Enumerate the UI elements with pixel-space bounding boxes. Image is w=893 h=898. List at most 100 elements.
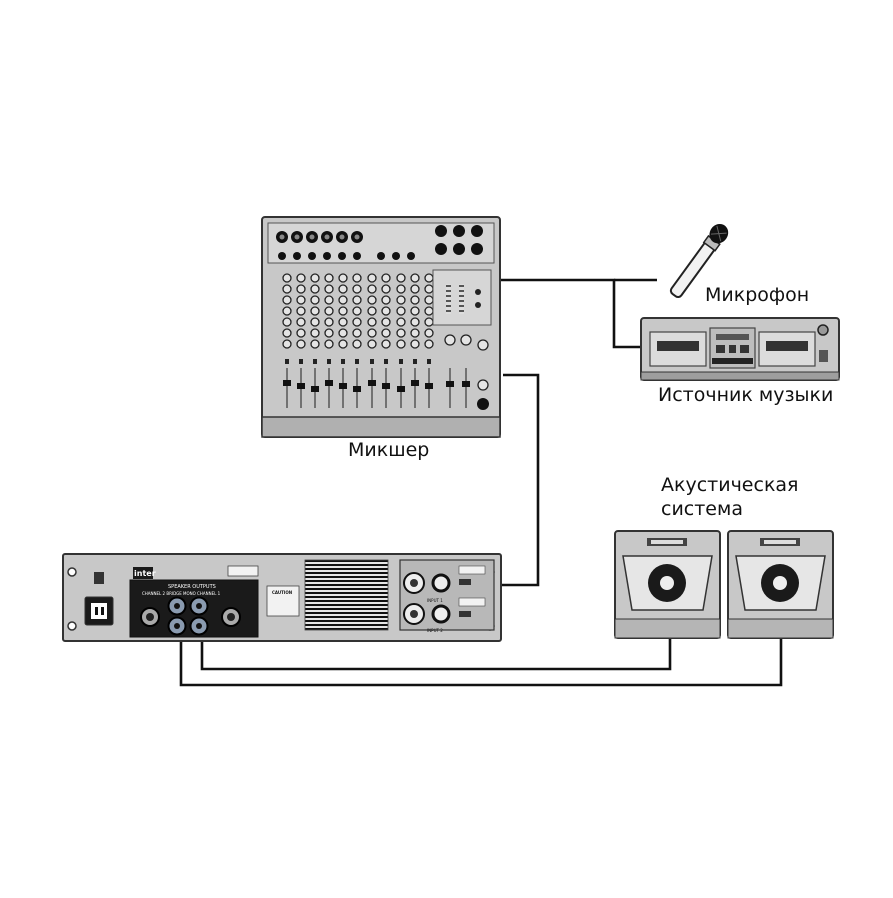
- channel-knob: [424, 317, 434, 327]
- mixer-input-jacks: [276, 225, 483, 260]
- channel-knob: [338, 306, 348, 316]
- mute-button: [355, 359, 359, 364]
- channel-knob: [424, 328, 434, 338]
- speaker-outputs-label: SPEAKER OUTPUTS: [168, 584, 216, 590]
- channel-knob: [282, 273, 292, 283]
- channel-knob: [396, 273, 406, 283]
- channel-knob: [338, 284, 348, 294]
- channel-knob: [296, 284, 306, 294]
- channel-knob: [410, 284, 420, 294]
- mixer: [261, 216, 501, 438]
- channel-knob: [410, 273, 420, 283]
- speaker-system: [614, 530, 834, 639]
- fader-cap: [339, 383, 347, 389]
- line-input-jack: [377, 252, 385, 260]
- channel-knob: [310, 339, 320, 349]
- channel-knob: [324, 273, 334, 283]
- svg-text:INPUT 1: INPUT 1: [427, 598, 443, 603]
- channel-knob: [310, 306, 320, 316]
- line-input-jack: [323, 252, 331, 260]
- channel-knob: [396, 317, 406, 327]
- jack-input-1: [431, 573, 451, 593]
- channel-knob: [410, 317, 420, 327]
- fader-cap: [425, 383, 433, 389]
- fader-cap: [283, 380, 291, 386]
- channel-knob: [424, 273, 434, 283]
- aux-jack: [471, 243, 483, 255]
- mute-button: [384, 359, 388, 364]
- channel-knob: [296, 317, 306, 327]
- channel-knob: [352, 295, 362, 305]
- channel-knob: [424, 284, 434, 294]
- svg-text:CAUTION: CAUTION: [272, 590, 292, 595]
- label-mixer: Микшер: [348, 439, 430, 461]
- channel-knob: [410, 339, 420, 349]
- aux-jack: [435, 243, 447, 255]
- cable-amp-to-right-speaker: [179, 633, 783, 687]
- aux-jack: [435, 225, 447, 237]
- channel-knob: [367, 284, 377, 294]
- fader-cap: [397, 386, 405, 392]
- channel-knob: [352, 273, 362, 283]
- fader-cap: [411, 380, 419, 386]
- master-knob: [460, 334, 472, 346]
- line-input-jack: [392, 252, 400, 260]
- channel-knob: [381, 317, 391, 327]
- channel-knob: [296, 295, 306, 305]
- level-meter-left: [446, 284, 451, 314]
- channel-knob: [338, 295, 348, 305]
- channel-knob: [324, 284, 334, 294]
- channel-knob: [367, 295, 377, 305]
- mute-button: [370, 359, 374, 364]
- channel-knob: [338, 273, 348, 283]
- channel-knob: [338, 317, 348, 327]
- jack-input-2: [431, 604, 451, 624]
- mute-button: [341, 359, 345, 364]
- label-music-source: Источник музыки: [658, 384, 834, 406]
- line-input-jack: [293, 252, 301, 260]
- channel-knob: [396, 328, 406, 338]
- channel-knob: [410, 328, 420, 338]
- channel-knob: [352, 339, 362, 349]
- speaker-left: [614, 530, 721, 639]
- master-knob: [477, 339, 489, 351]
- label-microphone: Микрофон: [705, 284, 810, 306]
- channel-knob: [310, 317, 320, 327]
- channel-knob: [296, 306, 306, 316]
- channel-knob: [282, 284, 292, 294]
- channel-knob: [338, 339, 348, 349]
- fader-cap: [353, 386, 361, 392]
- channel-knob: [338, 328, 348, 338]
- channel-knob: [310, 295, 320, 305]
- channel-knob: [296, 273, 306, 283]
- channel-knob: [381, 273, 391, 283]
- channel-knob: [381, 339, 391, 349]
- channel-knob: [396, 339, 406, 349]
- channel-knob: [381, 328, 391, 338]
- channel-knob: [367, 273, 377, 283]
- fader-cap: [382, 383, 390, 389]
- channel-knob: [282, 295, 292, 305]
- fader-cap: [311, 386, 319, 392]
- channel-knob: [282, 306, 292, 316]
- channel-knob: [381, 306, 391, 316]
- cable-amp-to-left-speaker: [200, 633, 672, 671]
- channel-knob: [324, 306, 334, 316]
- channel-knob: [282, 328, 292, 338]
- line-input-jack: [407, 252, 415, 260]
- mute-button: [285, 359, 289, 364]
- channel-knob: [310, 284, 320, 294]
- channel-knob: [282, 317, 292, 327]
- channel-knob: [324, 328, 334, 338]
- svg-text:INPUT 2: INPUT 2: [427, 628, 443, 633]
- channel-knob: [367, 328, 377, 338]
- channel-knob: [424, 339, 434, 349]
- channel-knob: [410, 295, 420, 305]
- aux-jack: [471, 225, 483, 237]
- amplifier-brand-logo: inter: [134, 569, 156, 578]
- channel-knob: [381, 295, 391, 305]
- aux-jack: [453, 243, 465, 255]
- cables: [179, 278, 783, 687]
- music-source-deck: [640, 317, 840, 381]
